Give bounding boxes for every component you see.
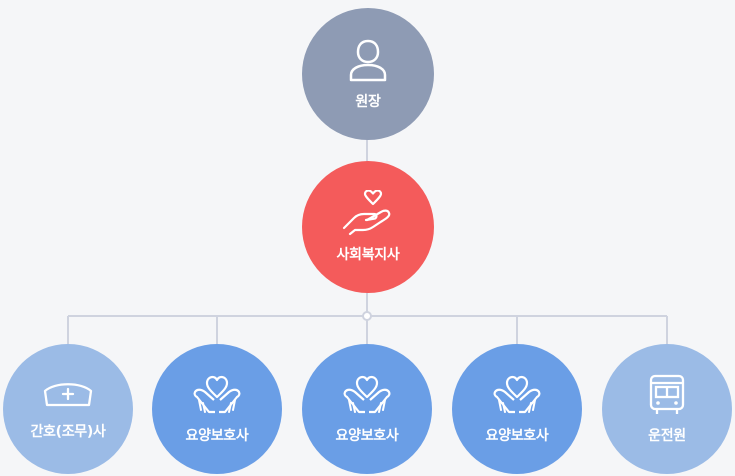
node-director: 원장 xyxy=(302,8,434,140)
node-social-worker: 사회복지사 xyxy=(302,161,434,293)
caregiver-1-label: 요양보호사 xyxy=(185,428,249,444)
node-caregiver-3: 요양보호사 xyxy=(452,344,582,474)
node-caregiver-1: 요양보호사 xyxy=(152,344,282,474)
director-label: 원장 xyxy=(355,94,381,110)
node-nurse: 간호(조무)사 xyxy=(3,344,133,474)
driver-label: 운전원 xyxy=(648,428,686,444)
caring-hands-icon xyxy=(493,375,541,414)
social-worker-label: 사회복지사 xyxy=(336,247,400,263)
caregiver-3-label: 요양보호사 xyxy=(485,428,549,444)
caregiver-2-label: 요양보호사 xyxy=(335,428,399,444)
nurse-label: 간호(조무)사 xyxy=(30,424,106,440)
caring-hands-icon xyxy=(193,375,241,414)
node-driver: 운전원 xyxy=(602,344,732,474)
connector-junction-dot xyxy=(362,311,372,321)
bus-icon xyxy=(649,374,685,414)
nurse-cap-icon xyxy=(43,383,93,407)
caring-hands-icon xyxy=(343,375,391,414)
node-caregiver-2: 요양보호사 xyxy=(302,344,432,474)
person-icon xyxy=(349,39,387,82)
heart-hand-icon xyxy=(342,190,391,236)
